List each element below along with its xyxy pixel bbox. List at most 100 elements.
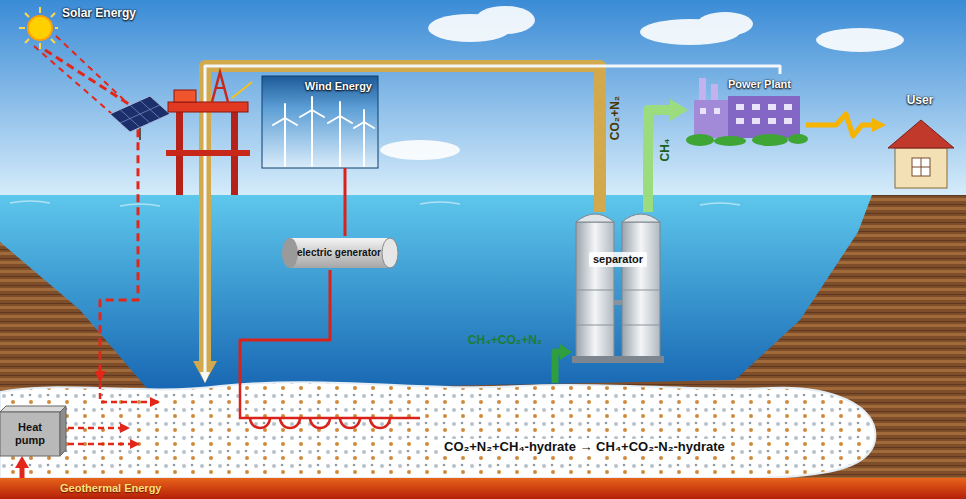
diagram-node: Power Plant (688, 74, 806, 144)
drilling-platform (174, 90, 196, 102)
power-plant (699, 78, 706, 100)
sun (19, 27, 25, 29)
power-plant (686, 134, 714, 146)
connector (344, 168, 347, 236)
sun (39, 7, 41, 13)
sun (19, 7, 58, 49)
power-plant (788, 134, 808, 144)
separator-towers (622, 290, 660, 291)
diagram-node: electric generator (280, 236, 398, 270)
wind-farm (284, 118, 286, 166)
solar-panel (120, 101, 160, 128)
separator-towers (576, 290, 660, 325)
separator-towers (572, 214, 664, 363)
diagram-node: Solar Energy (22, 4, 144, 50)
wind-farm (273, 118, 285, 125)
sky (0, 0, 966, 200)
wind-farm (328, 116, 340, 123)
drilling-platform (166, 72, 252, 195)
flow-label: CH₄ (659, 138, 673, 161)
generator-cylinder (282, 238, 298, 268)
separator-towers (576, 222, 614, 358)
edge-label-holder: CO₂+N₂ (609, 96, 623, 140)
house (912, 167, 930, 168)
power-plant (694, 100, 728, 138)
geothermal-band (0, 478, 966, 499)
wind-farm (354, 122, 364, 128)
heating-coil (240, 383, 420, 428)
node-label: Heat pump (2, 421, 58, 446)
power-plant (686, 134, 808, 146)
sun (51, 13, 55, 17)
edge-label-holder: CH₄+CO₂+N₂ (468, 334, 542, 348)
connector (45, 50, 138, 371)
edge-label-holder: CH₄ (659, 138, 673, 161)
node-label: Solar Energy (62, 7, 136, 21)
heat-flow (68, 383, 150, 444)
separator-towers (576, 214, 614, 222)
drilling-platform (212, 72, 228, 102)
power-plant (752, 118, 760, 124)
diagram-node: separator (572, 212, 664, 364)
connector (20, 468, 25, 478)
sun (19, 7, 58, 49)
power-plant (752, 104, 760, 110)
separator-towers (576, 290, 614, 291)
cloud (816, 28, 904, 52)
power-plant (736, 104, 744, 110)
power-plant (784, 118, 792, 124)
wind-farm (262, 76, 378, 168)
house (888, 120, 954, 148)
sediment-layers (0, 195, 966, 499)
house (888, 120, 954, 188)
heat-pump-box (0, 406, 66, 412)
sun (55, 27, 58, 29)
drilling-platform (232, 82, 252, 98)
drilling-platform (215, 87, 225, 89)
sun (51, 39, 55, 43)
generator-cylinder (382, 238, 398, 268)
power-plant (714, 108, 720, 114)
diagram-node: Wind Energy (262, 76, 378, 168)
wind-farm (285, 118, 297, 125)
separator-towers (572, 356, 664, 363)
power-plant (714, 136, 746, 146)
connector (205, 66, 780, 372)
heat-flow (68, 427, 120, 430)
sun (28, 16, 52, 40)
diagram-node: CO₂+N₂+CH₄-hydrate → CH₄+CO₂-N₂-hydrate H… (0, 383, 880, 478)
connector (555, 352, 560, 383)
heat-pump-box (0, 412, 60, 456)
cloud (475, 6, 535, 34)
hydrate-reservoir (0, 382, 875, 478)
separator-towers (622, 325, 660, 326)
heating-coil (250, 418, 390, 428)
solar-ray (56, 36, 124, 100)
drilling-platform (168, 102, 248, 112)
heat-flow-head (150, 397, 160, 407)
power-plant (784, 104, 792, 110)
power-plant (700, 104, 792, 124)
connector (205, 66, 600, 361)
wind-farm (340, 116, 352, 123)
node-label: electric generator (297, 247, 381, 259)
solar-panel (120, 105, 160, 123)
node-label: separator (589, 252, 647, 267)
diagram-node: Geothermal Energy (0, 478, 966, 499)
solar-ray (34, 46, 112, 114)
generator-cylinder (290, 238, 390, 268)
power-plant (768, 104, 776, 110)
node-label: CO₂+N₂+CH₄-hydrate → CH₄+CO₂-N₂-hydrate (440, 439, 729, 456)
sea-wave (10, 201, 740, 206)
wind-farm (339, 116, 341, 166)
node-label: Power Plant (728, 78, 791, 91)
node-label: Wind Energy (305, 80, 372, 93)
power-plant (752, 134, 788, 146)
house (895, 148, 947, 188)
sea (0, 195, 872, 392)
wind-farm (311, 97, 313, 110)
